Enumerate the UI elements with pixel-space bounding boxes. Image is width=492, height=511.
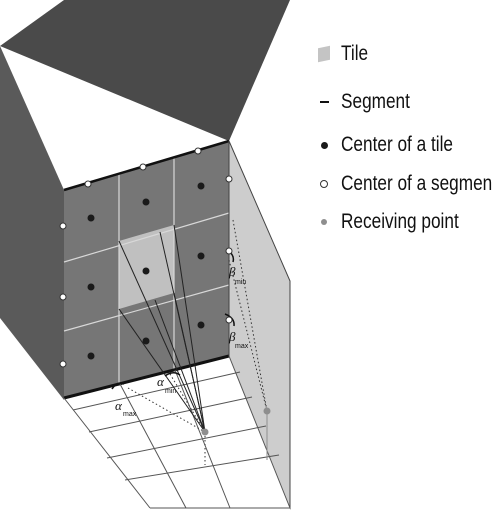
tile-center bbox=[87, 283, 95, 291]
front-bottom-edge bbox=[63, 354, 230, 400]
rays bbox=[118, 224, 206, 433]
alpha-max-subscript: max bbox=[123, 411, 137, 418]
segment-center bbox=[59, 222, 67, 230]
segment-center bbox=[84, 180, 92, 188]
dotted-projections bbox=[127, 219, 268, 465]
tile-center bbox=[197, 182, 205, 190]
alpha-max-arc bbox=[111, 382, 125, 390]
segment-center bbox=[225, 247, 233, 255]
receiving-point bbox=[201, 428, 209, 436]
segment-center bbox=[225, 316, 233, 324]
front-top-edge bbox=[63, 139, 230, 192]
ground-grid bbox=[63, 355, 291, 509]
legend-item-tile-center: Center of a tile bbox=[316, 132, 478, 158]
legend-item-tile: Tile bbox=[316, 41, 374, 67]
legend-label-tile: Tile bbox=[341, 42, 369, 65]
box-top-face bbox=[0, 0, 290, 141]
segment-center bbox=[139, 163, 147, 171]
tile-center bbox=[197, 321, 205, 329]
tile-center bbox=[87, 352, 95, 360]
grey-dot-icon bbox=[316, 214, 332, 230]
legend-label-segment-center: Center of a segment bbox=[341, 172, 492, 195]
alpha-min-arc bbox=[164, 372, 181, 377]
legend-item-segment-center: Center of a segment bbox=[316, 171, 492, 197]
legend-label-tile-center: Center of a tile bbox=[341, 133, 453, 156]
legend-item-receiving-point: Receiving point bbox=[316, 209, 485, 235]
tile-grid bbox=[63, 158, 230, 386]
hollow-dot-icon bbox=[316, 176, 332, 192]
filled-dot-icon bbox=[316, 137, 332, 153]
tile-centers bbox=[87, 182, 205, 360]
segment-center bbox=[194, 147, 202, 155]
receiving-point-projection bbox=[263, 407, 271, 415]
alpha-min-symbol: α bbox=[157, 374, 165, 389]
beta-max-symbol: β bbox=[228, 329, 236, 344]
segment-line-icon bbox=[316, 94, 332, 110]
alpha-max-symbol: α bbox=[115, 398, 123, 413]
tile-swatch-icon bbox=[316, 45, 332, 63]
segment-centers bbox=[59, 147, 233, 368]
tile-center bbox=[142, 267, 150, 275]
tile-center bbox=[142, 198, 150, 206]
segment-center bbox=[59, 293, 67, 301]
beta-min-symbol: β bbox=[228, 264, 236, 279]
tile-center bbox=[197, 252, 205, 260]
alpha-min-subscript: min bbox=[165, 388, 176, 395]
beta-min-subscript: min bbox=[235, 279, 246, 286]
box-left-face bbox=[0, 46, 64, 400]
beta-max-subscript: max bbox=[235, 343, 249, 350]
segment-center bbox=[225, 175, 233, 183]
legend-label-segment: Segment bbox=[341, 90, 410, 113]
segment-center bbox=[59, 360, 67, 368]
tile-center bbox=[142, 337, 150, 345]
highlighted-tile bbox=[119, 225, 174, 309]
tile-center bbox=[87, 214, 95, 222]
legend-item-segment: Segment bbox=[316, 89, 425, 115]
legend-label-receiving-point: Receiving point bbox=[341, 210, 459, 233]
